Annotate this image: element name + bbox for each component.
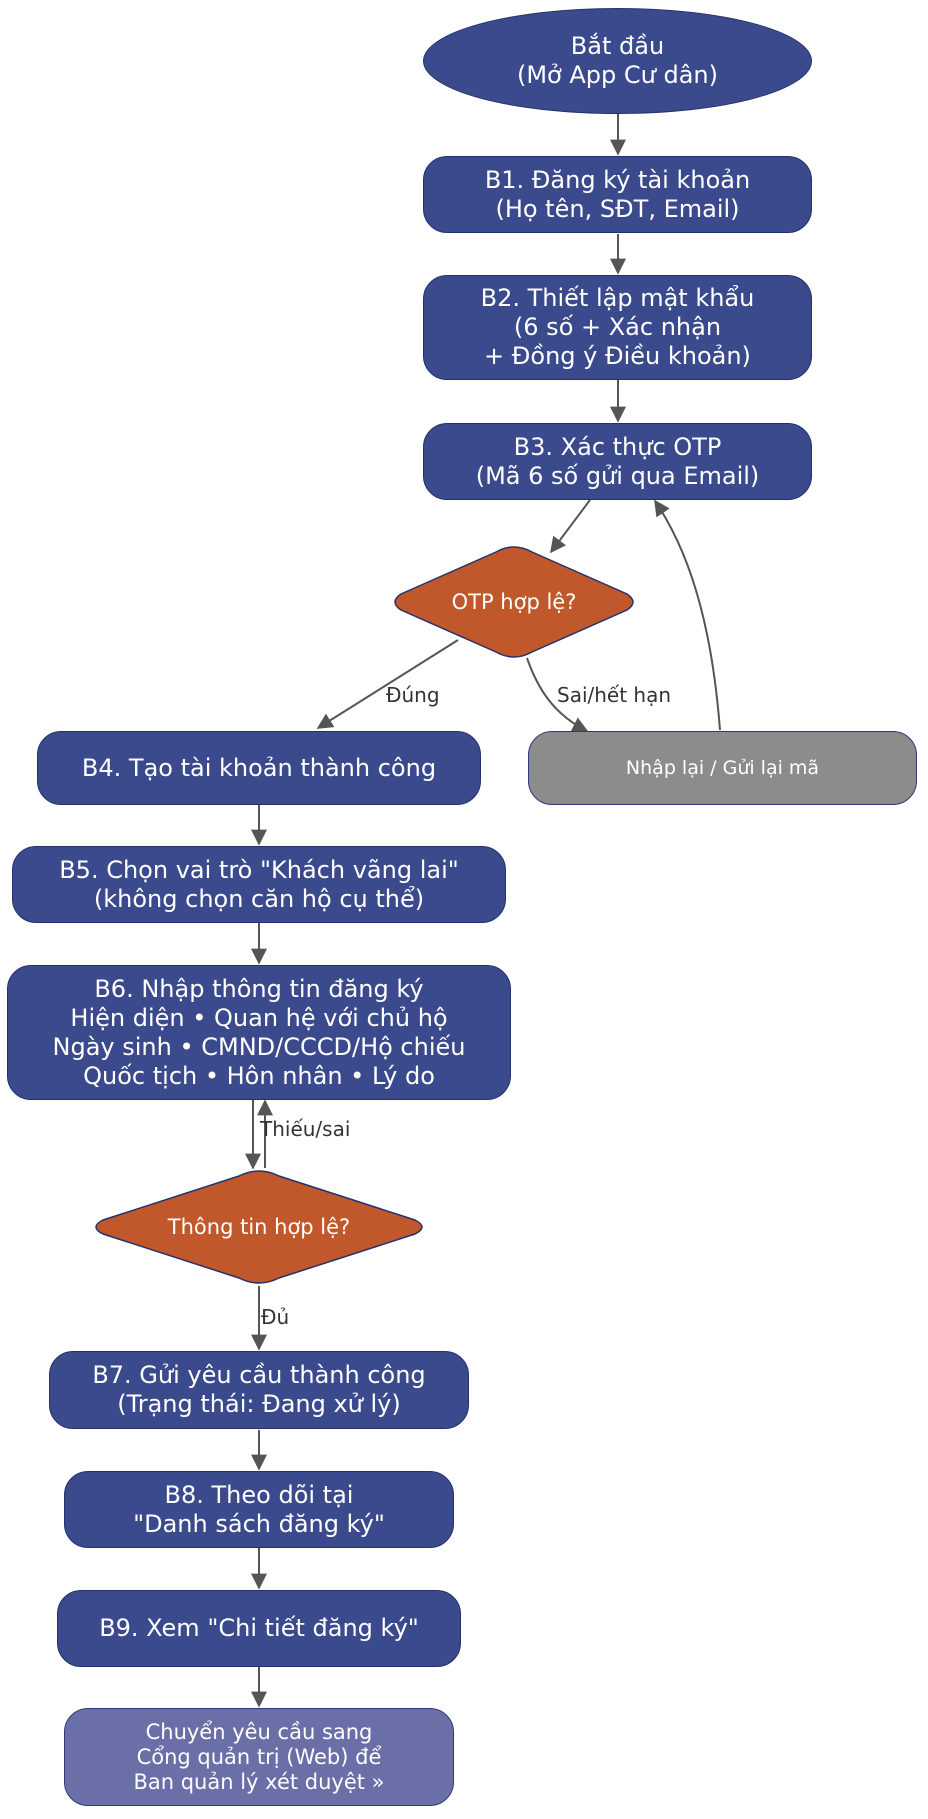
step-b6-node: B6. Nhập thông tin đăng ký Hiện diện • Q… [7, 965, 511, 1100]
otp-valid-label: OTP hợp lệ? [451, 590, 577, 614]
step-b7-node: B7. Gửi yêu cầu thành công (Trạng thái: … [49, 1351, 469, 1429]
step-b1-node: B1. Đăng ký tài khoản (Họ tên, SĐT, Emai… [423, 156, 812, 233]
edge-b3-otpcheck [550, 499, 591, 554]
step-b3-node: B3. Xác thực OTP (Mã 6 số gửi qua Email) [423, 423, 812, 500]
edge-otpcheck-retry [526, 657, 589, 732]
edge-label-info-invalid: Thiếu/sai [260, 1117, 351, 1141]
edge-otpcheck-b4 [316, 639, 459, 729]
start-node: Bắt đầu (Mở App Cư dân) [423, 8, 812, 114]
step-b8-node: B8. Theo dõi tại "Danh sách đăng ký" [64, 1471, 454, 1548]
end-node: Chuyển yêu cầu sang Cổng quản trị (Web) … [64, 1708, 454, 1806]
step-b9-node: B9. Xem "Chi tiết đăng ký" [57, 1590, 461, 1667]
info-valid-label: Thông tin hợp lệ? [167, 1215, 351, 1239]
edge-label-otp-valid: Đúng [386, 683, 440, 707]
step-b5-node: B5. Chọn vai trò "Khách vãng lai" (không… [12, 846, 506, 923]
info-valid-decision: Thông tin hợp lệ? [85, 1169, 433, 1285]
step-b4-node: B4. Tạo tài khoản thành công [37, 731, 481, 805]
edge-label-info-valid: Đủ [261, 1305, 290, 1329]
step-b2-node: B2. Thiết lập mật khẩu (6 số + Xác nhận … [423, 275, 812, 380]
otp-valid-decision: OTP hợp lệ? [387, 545, 641, 659]
edge-label-otp-invalid: Sai/hết hạn [557, 683, 672, 707]
retry-node: Nhập lại / Gửi lại mã [528, 731, 917, 805]
edge-retry-b3 [654, 499, 721, 731]
